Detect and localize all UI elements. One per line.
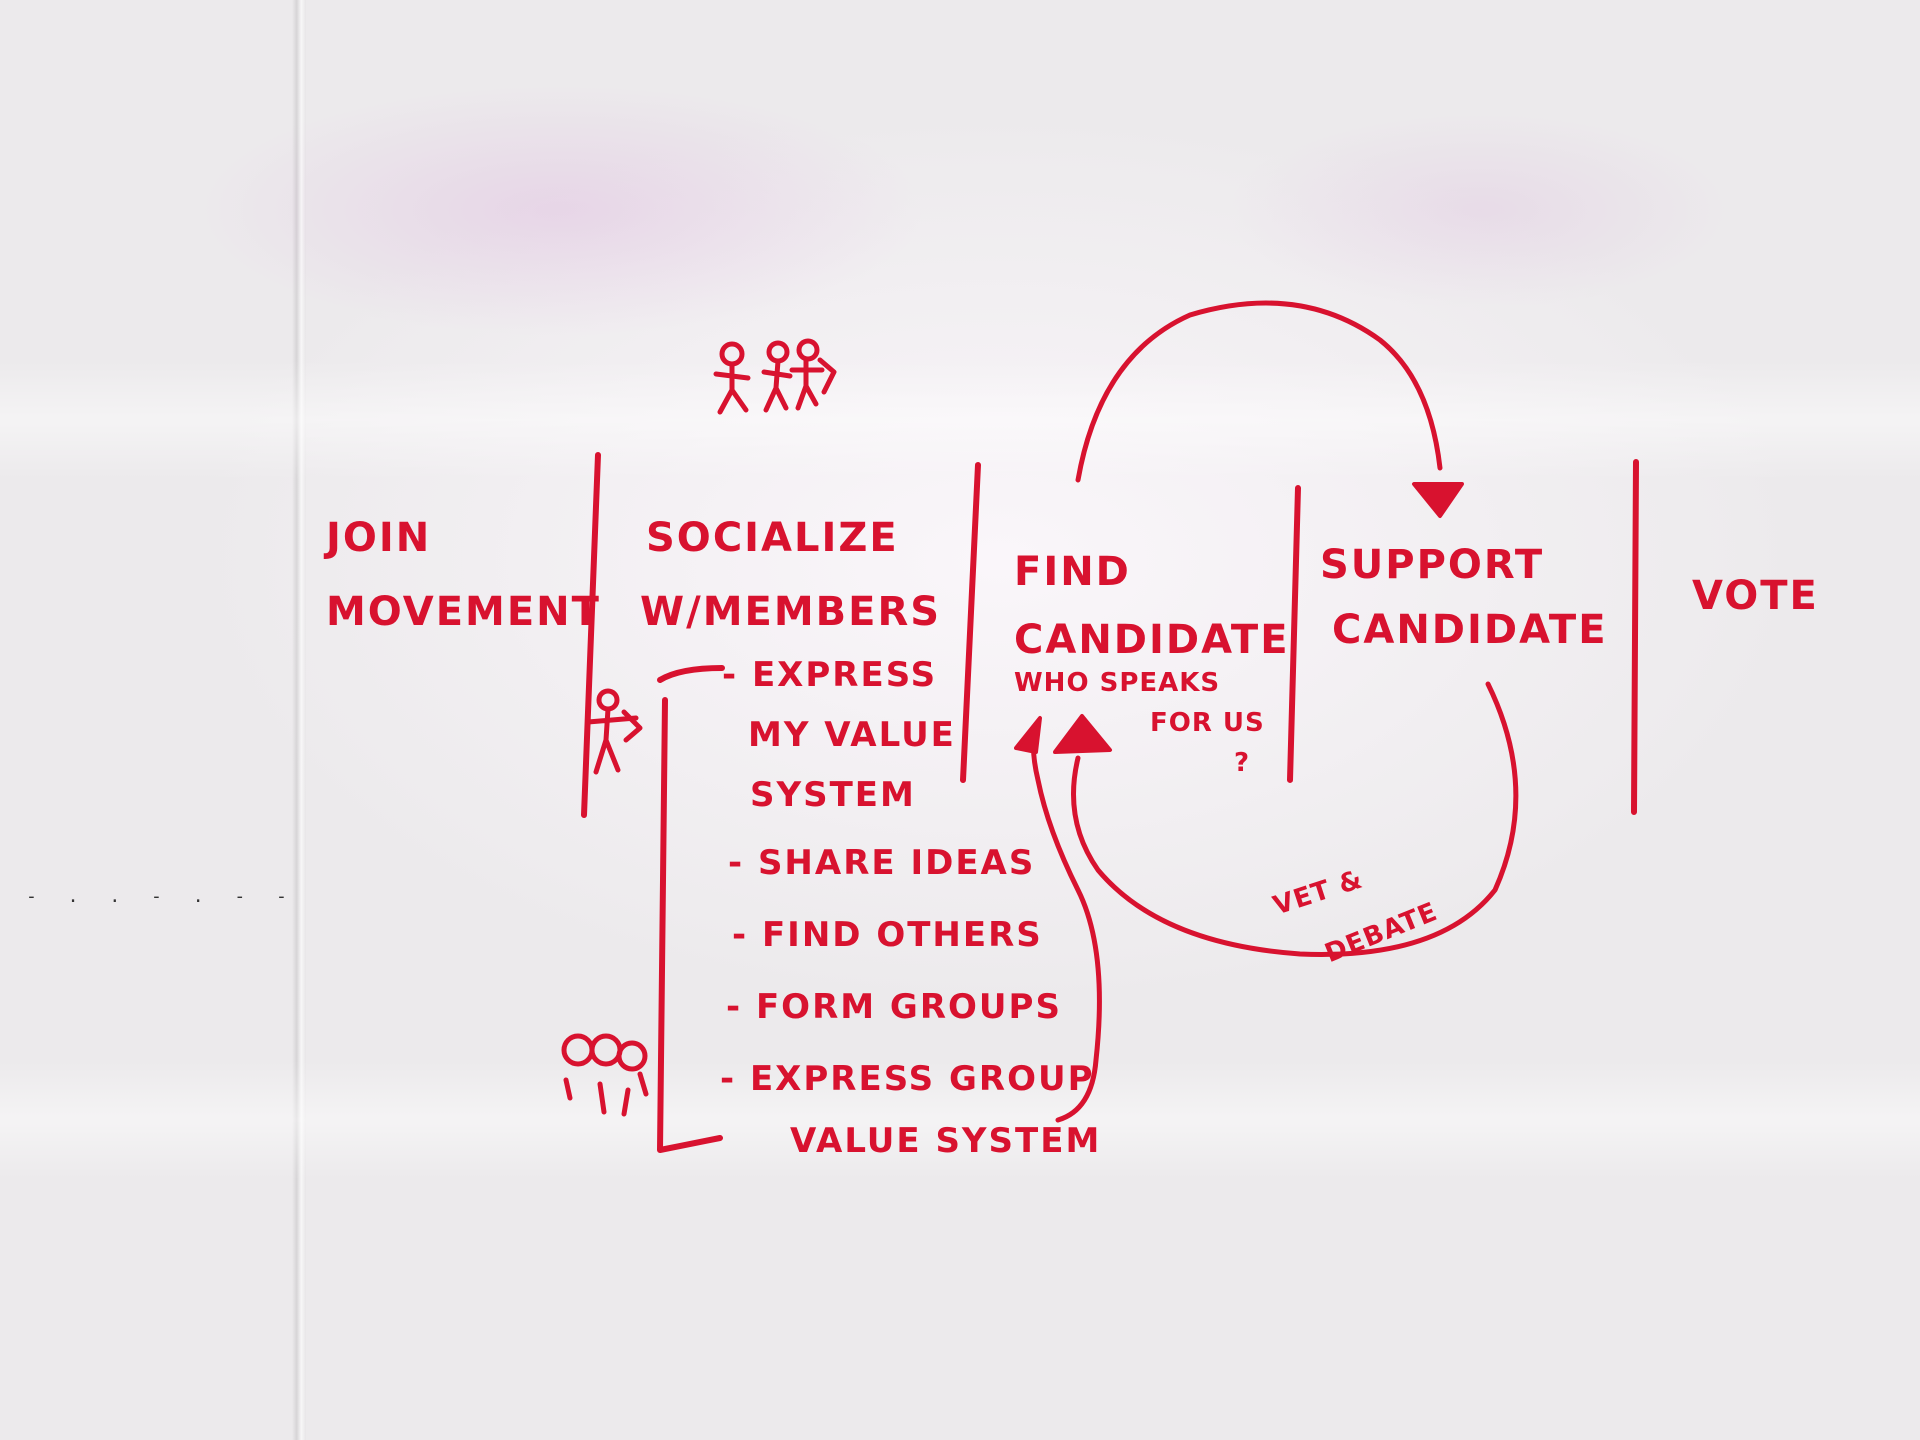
activity-item: - FORM GROUPS — [726, 987, 1062, 1027]
stage-4-line-1: SUPPORT — [1320, 542, 1545, 588]
stage-4-line-2: CANDIDATE — [1332, 607, 1608, 653]
divider-line — [1631, 459, 1639, 815]
divider-line — [581, 452, 601, 818]
stage-1-line-2: MOVEMENT — [326, 589, 601, 635]
stage-3-line-1: FIND — [1014, 549, 1131, 595]
stage-3-line-2: CANDIDATE — [1014, 617, 1290, 663]
group-icon — [561, 1033, 649, 1117]
loop-line — [1071, 681, 1519, 957]
stage-3-note-2: FOR US — [1150, 708, 1265, 738]
people-icon — [713, 338, 837, 415]
activity-item: - SHARE IDEAS — [728, 843, 1036, 883]
arrowhead — [1053, 714, 1112, 754]
person-icon — [585, 688, 643, 775]
dash-marks: - . . - . - - — [26, 886, 297, 907]
stage-1-line-1: JOIN — [326, 515, 432, 561]
activity-item: MY VALUE — [748, 715, 956, 755]
arrow-arc — [1075, 300, 1443, 483]
activity-item: VALUE SYSTEM — [790, 1121, 1102, 1161]
glare — [0, 1060, 1920, 1180]
stage-3-note-1: WHO SPEAKS — [1014, 668, 1221, 698]
stage-5-line-1: VOTE — [1692, 573, 1819, 619]
divider-line — [1287, 485, 1301, 783]
bracket-top — [657, 665, 725, 683]
stage-2-line-1: SOCIALIZE — [646, 515, 899, 561]
activity-item: SYSTEM — [750, 775, 916, 815]
glare — [0, 360, 1920, 480]
arrowhead — [1412, 482, 1464, 518]
stage-3-note-3: ? — [1234, 748, 1251, 778]
arrowhead — [1014, 716, 1042, 754]
arrow-line — [1031, 735, 1102, 1123]
activity-item: - FIND OTHERS — [732, 915, 1043, 955]
divider-line — [960, 462, 981, 783]
board-seam — [292, 0, 306, 1440]
stage-2-line-2: W/MEMBERS — [640, 589, 942, 635]
activity-item: - EXPRESS — [722, 655, 938, 695]
bracket-line — [657, 697, 723, 1153]
activity-item: - EXPRESS GROUP — [720, 1059, 1095, 1099]
